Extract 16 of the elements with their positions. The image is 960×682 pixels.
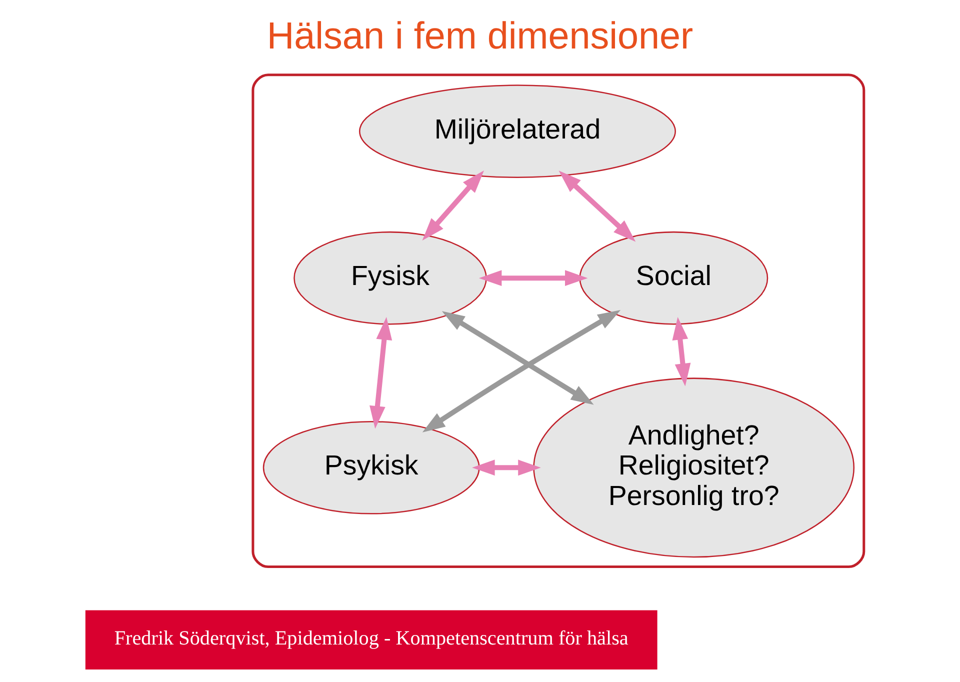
arrow	[472, 460, 541, 476]
arrow	[478, 270, 588, 286]
node-ellipse: Andlighet? Religiositet? Personlig tro?	[533, 378, 854, 558]
arrow	[422, 170, 484, 241]
node-ellipse: Fysisk	[294, 231, 487, 325]
cluster	[252, 74, 866, 568]
diagram-title: Hälsan i fem dimensioner	[266, 15, 694, 58]
node-ellipse: Social	[579, 231, 768, 325]
label: Fredrik Söderqvist, Epidemiolog - Kompetenscentrum för hälsa	[114, 628, 628, 650]
arrow	[422, 310, 621, 432]
arrow	[370, 317, 392, 429]
arrow	[442, 311, 594, 405]
node-ellipse: Miljörelaterad	[358, 84, 676, 178]
arrow	[558, 170, 636, 242]
node-ellipse: Psykisk	[262, 421, 480, 514]
arrow	[672, 317, 691, 386]
